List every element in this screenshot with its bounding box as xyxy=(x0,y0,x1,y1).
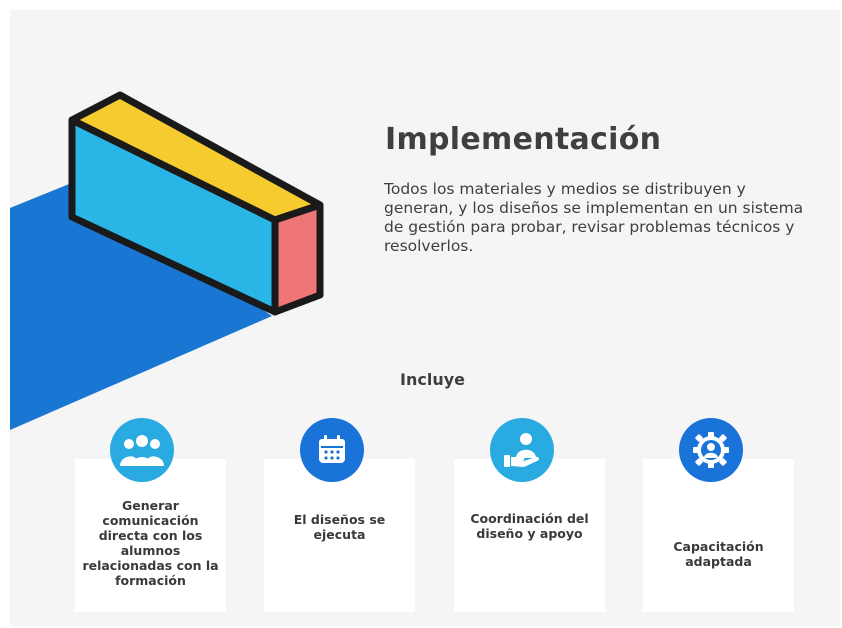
card-comunicacion: Generar comunicación directa con los alu… xyxy=(75,459,226,612)
card-coordinacion: Coordinación del diseño y apoyo xyxy=(454,459,605,612)
block-illustration xyxy=(10,91,324,430)
card-label: Generar comunicación directa con los alu… xyxy=(82,497,219,588)
block-side-face xyxy=(271,201,324,316)
slide: Implementación Todos los materiales y me… xyxy=(10,10,840,626)
card-capacitacion: Capacitación adaptada xyxy=(643,459,794,612)
page-title: Implementación xyxy=(385,122,662,157)
page-description: Todos los materiales y medios se distrib… xyxy=(384,180,804,255)
card-label: El diseños se ejecuta xyxy=(293,511,386,542)
support-hand-icon xyxy=(490,418,554,482)
card-label: Capacitación adaptada xyxy=(673,538,764,569)
user-gear-icon xyxy=(679,418,743,482)
shadow-shape xyxy=(10,182,272,430)
card-ejecucion: El diseños se ejecuta xyxy=(264,459,415,612)
group-icon xyxy=(110,418,174,482)
card-label: Coordinación del diseño y apoyo xyxy=(470,510,589,541)
calendar-icon xyxy=(300,418,364,482)
section-label: Incluye xyxy=(400,370,465,389)
